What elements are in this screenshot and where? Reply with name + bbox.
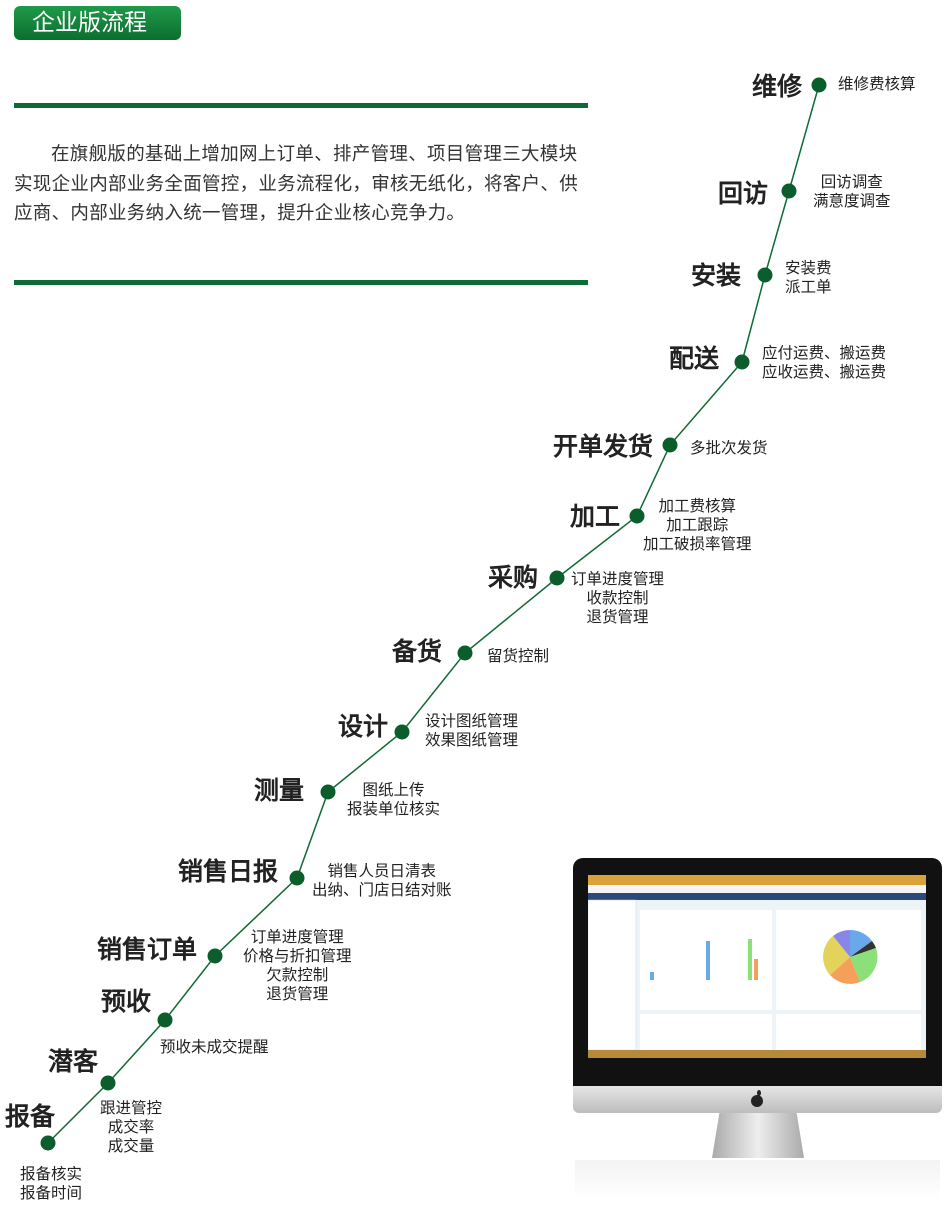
stage-name: 安装 — [691, 261, 742, 290]
stage-desc: 回访调查满意度调查 — [813, 173, 891, 210]
stage-name: 设计 — [338, 712, 389, 741]
monitor-stand — [712, 1113, 804, 1158]
monitor-illustration — [573, 858, 942, 1086]
node-dot — [40, 1135, 56, 1151]
node-dot — [757, 267, 773, 283]
node-dot — [394, 724, 410, 740]
stage-name: 潜客 — [48, 1047, 99, 1076]
monitor-chin — [573, 1086, 942, 1113]
stage-name: 加工 — [570, 502, 621, 531]
stage-name: 回访 — [718, 179, 769, 208]
stage-desc: 维修费核算 — [838, 75, 916, 93]
node-dot — [207, 948, 223, 964]
node-dot — [549, 570, 565, 586]
node-dot — [811, 77, 827, 93]
stage-name: 预收 — [101, 987, 152, 1016]
node-dot — [781, 183, 797, 199]
stage-desc: 报备核实报备时间 — [20, 1165, 83, 1202]
divider-bottom — [14, 280, 588, 285]
stage-desc: 多批次发货 — [690, 439, 768, 457]
node-dot — [157, 1012, 173, 1028]
monitor-reflection — [575, 1160, 940, 1200]
stage-name: 配送 — [669, 344, 720, 373]
stage-desc: 图纸上传报装单位核实 — [347, 781, 441, 818]
stage-desc: 跟进管控成交率成交量 — [100, 1099, 163, 1155]
stage-desc: 留货控制 — [487, 647, 550, 665]
node-dot — [289, 870, 305, 886]
stage-desc: 订单进度管理收款控制退货管理 — [571, 570, 665, 626]
stage-name: 销售日报 — [178, 857, 279, 886]
stage-name: 测量 — [254, 776, 305, 805]
node-dot — [662, 437, 678, 453]
stage-name: 开单发货 — [553, 432, 654, 461]
software-screenshot — [588, 875, 926, 1058]
node-dot — [320, 784, 336, 800]
stage-name: 备货 — [392, 637, 443, 666]
divider-top — [14, 103, 588, 108]
node-dot — [100, 1075, 116, 1091]
intro-paragraph: 在旗舰版的基础上增加网上订单、排产管理、项目管理三大模块实现企业内部业务全面管控… — [14, 144, 579, 224]
stage-name: 维修 — [752, 72, 803, 101]
stage-desc: 加工费核算加工跟踪加工破损率管理 — [643, 497, 752, 553]
node-dot — [629, 508, 645, 524]
stage-name: 销售订单 — [97, 935, 198, 964]
stage-name: 采购 — [488, 563, 539, 592]
section-title-badge: 企业版流程 — [14, 6, 181, 40]
node-dot — [734, 354, 750, 370]
stage-desc: 销售人员日清表出纳、门店日结对账 — [312, 862, 452, 899]
stage-desc: 设计图纸管理效果图纸管理 — [425, 712, 519, 749]
stage-desc: 预收未成交提醒 — [160, 1038, 269, 1056]
stage-desc: 订单进度管理价格与折扣管理欠款控制退货管理 — [243, 928, 352, 1003]
apple-logo-icon — [751, 1090, 763, 1107]
node-dot — [457, 645, 473, 661]
stage-desc: 应付运费、搬运费应收运费、搬运费 — [762, 344, 887, 381]
stage-desc: 安装费派工单 — [785, 259, 832, 296]
stage-name: 报备 — [5, 1102, 56, 1131]
